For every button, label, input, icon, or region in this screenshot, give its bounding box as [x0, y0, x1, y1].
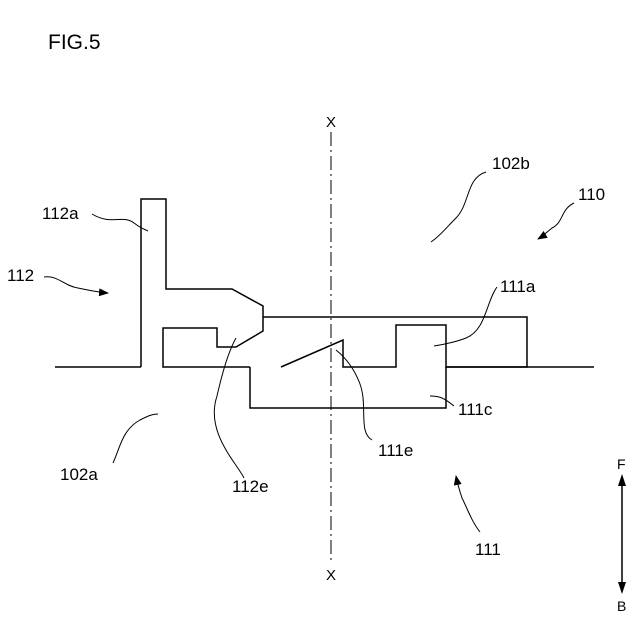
leader-111	[456, 476, 480, 532]
label-111e: 111e	[378, 441, 413, 460]
arrow-down-icon	[618, 582, 626, 594]
figure-title: FIG.5	[48, 31, 101, 54]
leader-102a	[113, 414, 158, 463]
axis-label-top: X	[326, 114, 336, 131]
label-112e: 112e	[232, 477, 269, 496]
leader-111c	[430, 396, 454, 406]
leader-112e	[214, 338, 244, 478]
label-111a: 111a	[500, 277, 536, 296]
latch-part-111c-lower	[250, 367, 446, 408]
label-102b: 102b	[492, 154, 530, 173]
label-111c: 111c	[458, 400, 493, 419]
latch-part-111-upper	[263, 317, 527, 367]
direction-label-backward: B	[617, 598, 626, 614]
leader-102b	[431, 172, 486, 242]
label-110: 110	[578, 185, 605, 204]
axis-label-bottom: X	[326, 567, 336, 584]
label-102a: 102a	[60, 465, 98, 484]
leader-110	[538, 203, 574, 239]
leader-112	[44, 277, 108, 293]
latch-part-112	[141, 199, 263, 367]
arrow-up-icon	[618, 474, 626, 486]
label-112a: 112a	[42, 204, 79, 223]
direction-label-forward: F	[617, 456, 626, 472]
direction-indicator: F B	[617, 456, 626, 614]
leader-112a	[92, 214, 148, 231]
label-111: 111	[475, 540, 501, 559]
label-112: 112	[7, 266, 34, 285]
leader-111e	[336, 350, 372, 440]
